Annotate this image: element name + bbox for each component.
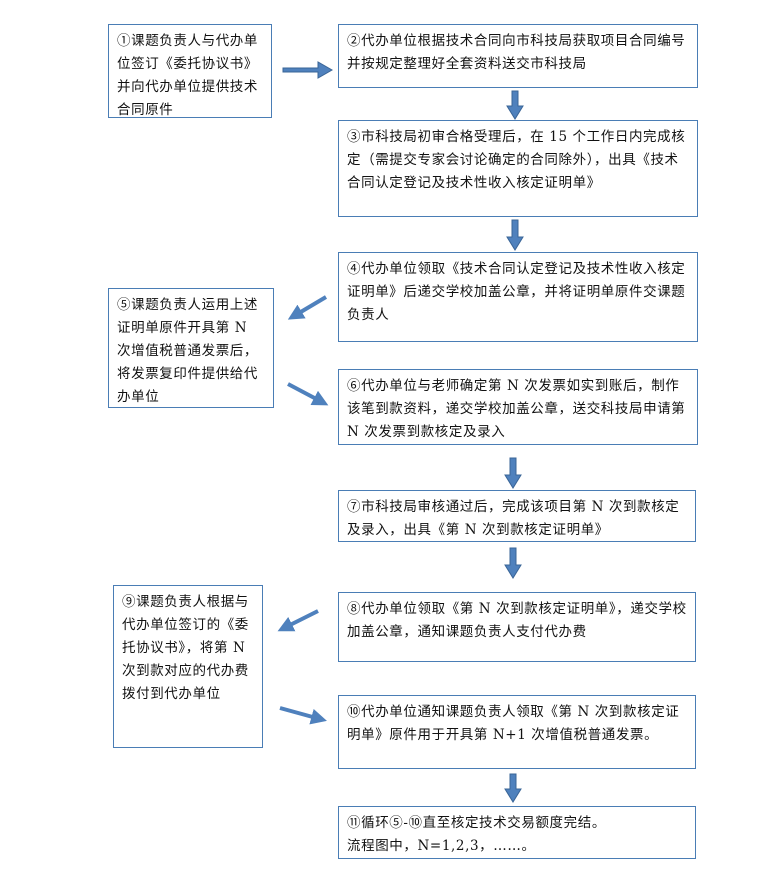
step-11-box: ⑪循环⑤-⑩直至核定技术交易额度完结。 流程图中，N=1,2,3，……。: [338, 806, 696, 859]
arrow-step8-to-step9: [277, 609, 319, 632]
step-2-box: ②代办单位根据技术合同向市科技局获取项目合同编号并按规定整理好全套资料送交市科技…: [338, 24, 698, 88]
step-4-box: ④代办单位领取《技术合同认定登记及技术性收入核定证明单》后递交学校加盖公章，并将…: [338, 252, 698, 342]
arrow-step3-to-step4: [506, 219, 524, 251]
step-5-box: ⑤课题负责人运用上述证明单原件开具第 N 次增值税普通发票后，将发票复印件提供给…: [108, 288, 274, 408]
arrow-step5-to-step6: [287, 382, 329, 406]
step-1-box: ①课题负责人与代办单位签订《委托协议书》并向代办单位提供技术合同原件: [108, 24, 272, 118]
step-3-box: ③市科技局初审合格受理后，在 15 个工作日内完成核定（需提交专家会讨论确定的合…: [338, 120, 698, 217]
arrow-step9-to-step10: [279, 706, 327, 725]
arrow-step6-to-step7: [504, 457, 522, 489]
step-8-box: ⑧代办单位领取《第 N 次到款核定证明单》，递交学校加盖公章，通知课题负责人支付…: [338, 592, 696, 662]
step-7-box: ⑦市科技局审核通过后，完成该项目第 N 次到款核定及录入，出具《第 N 次到款核…: [338, 490, 696, 542]
step-10-box: ⑩代办单位通知课题负责人领取《第 N 次到款核定证明单》原件用于开具第 N+1 …: [338, 695, 696, 769]
arrow-step7-to-step8: [504, 547, 522, 579]
step-9-box: ⑨课题负责人根据与代办单位签订的《委托协议书》，将第 N 次到款对应的代办费拨付…: [113, 585, 263, 748]
arrow-step10-to-step11: [504, 773, 522, 803]
arrow-step2-to-step3: [506, 90, 524, 120]
step-6-box: ⑥代办单位与老师确定第 N 次发票如实到账后，制作该笔到款资料，递交学校加盖公章…: [338, 369, 698, 445]
arrow-step4-to-step5: [287, 295, 328, 320]
arrow-step1-to-step2: [282, 61, 334, 79]
